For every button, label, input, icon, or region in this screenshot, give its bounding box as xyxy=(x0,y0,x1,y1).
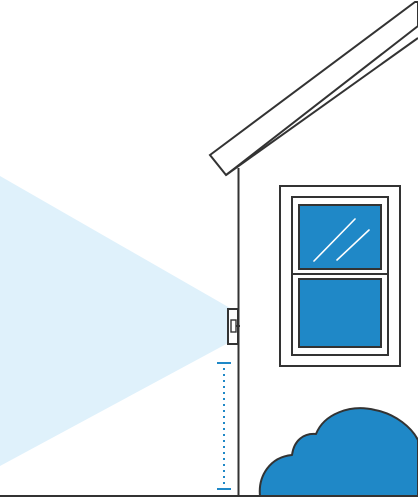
window-upper-pane xyxy=(298,204,382,270)
dotted-height-marker xyxy=(217,362,231,490)
roof-eave xyxy=(208,1,418,177)
glass-reflection-2 xyxy=(336,229,370,261)
shrub-icon xyxy=(258,407,418,497)
motion-sensor-icon xyxy=(227,308,240,345)
glass-reflection-1 xyxy=(313,218,356,262)
window xyxy=(279,185,401,367)
sensor-lens xyxy=(230,319,237,333)
detection-beam xyxy=(0,176,230,466)
window-lower-pane xyxy=(298,278,382,348)
roof-eave-inner-edge xyxy=(225,37,418,176)
